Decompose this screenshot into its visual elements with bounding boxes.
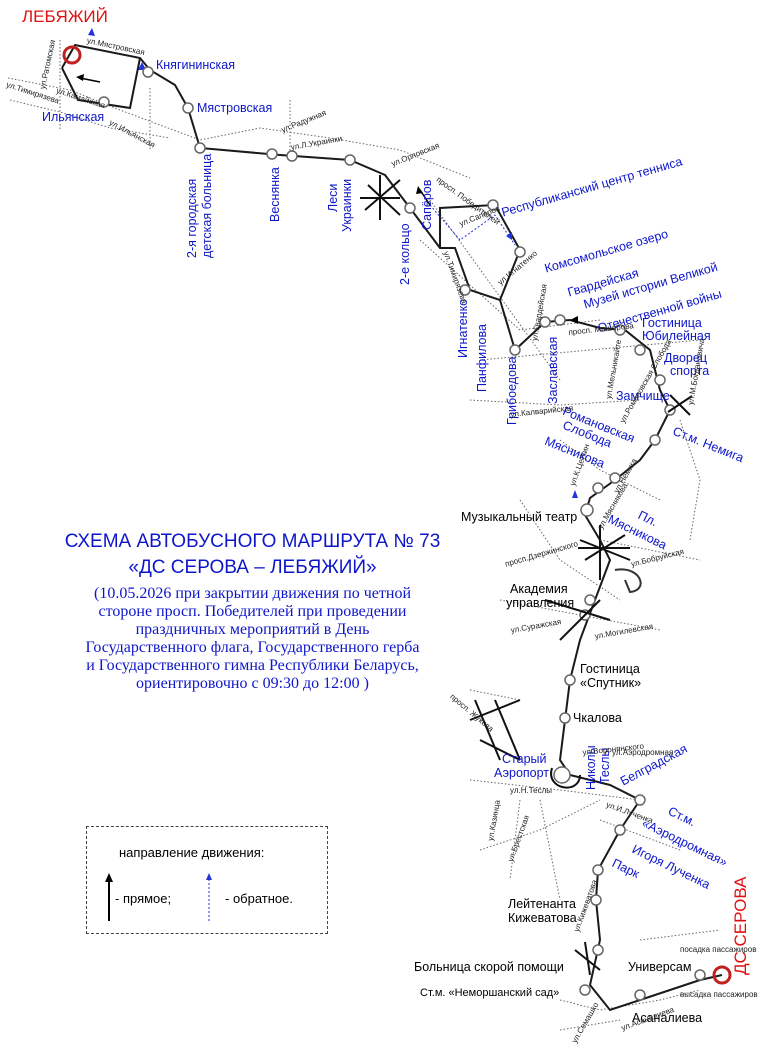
note-line-6: ориентировочно с 09:30 до 12:00 ) xyxy=(136,675,369,692)
dzerzhinskogo-ramp xyxy=(614,568,642,594)
interchanges xyxy=(360,175,693,976)
stop-lesi-1: Леси xyxy=(326,183,340,212)
stop-staryi-1: Старый xyxy=(502,752,547,766)
aeroport-ring xyxy=(550,767,581,789)
stop-panfilova: Панфилова xyxy=(475,324,489,392)
stop-detskaya-2: детская больница xyxy=(200,153,214,258)
stop-staryi-2: Аэропорт xyxy=(494,766,550,780)
stop-kizhevatova-2: Кижеватова xyxy=(508,911,577,925)
note-line-1: (10.05.2026 при закрытии движения по чет… xyxy=(93,585,412,602)
stop-detskaya-1: 2-я городская xyxy=(185,178,199,258)
title-line-2: «ДС СЕРОВА – ЛЕБЯЖИЙ» xyxy=(128,557,377,578)
street-aerodromnaya: ул.Аэродромная xyxy=(612,748,674,757)
stop-sputnik-2: «Спутник» xyxy=(580,676,642,690)
note-line-2: стороне просп. Победителей при проведени… xyxy=(98,603,407,620)
stop-zamchische: Замчище xyxy=(616,389,670,403)
stop-asanalieva: Асаналиева xyxy=(632,1011,703,1025)
stop-knyagininskaya: Княгининская xyxy=(156,58,235,72)
stop-kizhevatova-1: Лейтенанта xyxy=(508,897,576,911)
legend: направление движения: - прямое; - обратн… xyxy=(86,826,328,934)
stop-lesi-2: Украинки xyxy=(340,178,354,232)
stop-yubileynaya-1: Гостиница xyxy=(642,316,702,330)
street-posadka: посадка пассажиров xyxy=(680,945,757,954)
stop-teatr: Музыкальный театр xyxy=(461,510,578,524)
stop-koltso: 2-е кольцо xyxy=(398,223,412,285)
terminal-lebyazhiy xyxy=(62,45,82,65)
stop-myastrovskaya: Мястровская xyxy=(197,101,273,115)
terminal-north-label: ЛЕБЯЖИЙ xyxy=(22,7,108,26)
stop-sport-2: спорта xyxy=(670,364,710,378)
stop-zaslavskaya: Заславская xyxy=(546,336,560,404)
stop-nemorshansky: Ст.м. «Неморшанский сад» xyxy=(420,987,560,999)
legend-backward: - обратное. xyxy=(225,891,293,906)
legend-title: направление движения: xyxy=(119,845,265,860)
backward-arrow-icon xyxy=(206,873,212,921)
stop-akademiya-2: управления xyxy=(506,596,575,610)
street-vysadka: высадка пассажиров xyxy=(680,990,758,999)
note-line-4: Государственного флага, Государственного… xyxy=(85,639,420,656)
stop-chkalova: Чкалова xyxy=(573,711,622,725)
note-line-5: и Государственного гимна Республики Бела… xyxy=(86,657,419,674)
title-line-1: СХЕМА АВТОБУСНОГО МАРШРУТА № 73 xyxy=(64,531,441,552)
note-line-3: праздничных мероприятий в День xyxy=(135,621,370,638)
stop-yubileynaya-2: Юбилейная xyxy=(642,329,711,343)
stop-universam: Универсам xyxy=(628,960,692,974)
forward-arrow-icon xyxy=(105,873,113,921)
stop-markers xyxy=(98,66,706,1001)
terminal-serova xyxy=(712,965,732,985)
stop-sputnik-1: Гостиница xyxy=(580,662,640,676)
stop-ilyanskaya: Ильянская xyxy=(42,110,105,124)
stop-bolnica: Больница скорой помощи xyxy=(414,960,564,974)
stop-sport-1: Дворец xyxy=(664,351,707,365)
street-tesly: ул.Н.Теслы xyxy=(510,786,553,795)
legend-forward: - прямое; xyxy=(115,891,172,906)
stop-vesnyanka: Веснянка xyxy=(268,167,282,222)
direction-arrows xyxy=(76,28,578,498)
stop-saperov: Сапёров xyxy=(420,179,434,230)
terminal-south-label: ДС СЕРОВА xyxy=(731,876,750,975)
stop-akademiya-1: Академия xyxy=(510,582,568,596)
stop-inatenko: Игнатенко xyxy=(456,298,470,358)
